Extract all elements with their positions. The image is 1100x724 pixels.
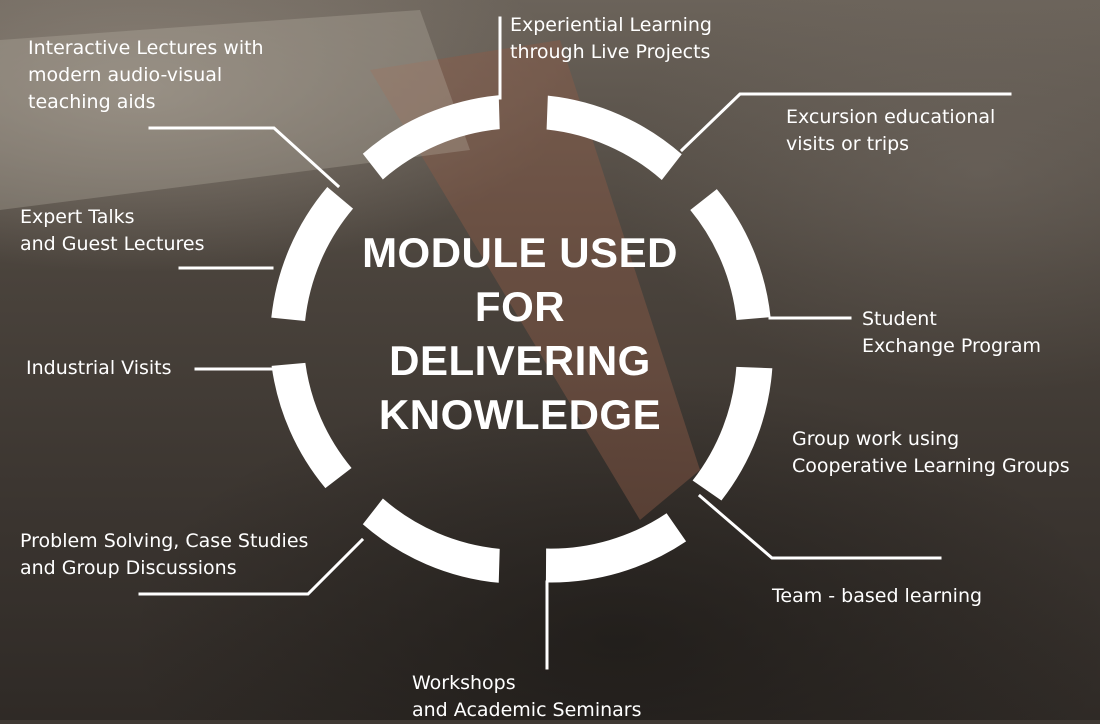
- label-line: Problem Solving, Case Studies: [20, 530, 309, 552]
- label-workshops-seminars: Workshops and Academic Seminars: [412, 670, 642, 724]
- title-line: DELIVERING: [389, 337, 651, 384]
- title-line: KNOWLEDGE: [378, 391, 662, 438]
- label-line: Excursion educational: [786, 106, 996, 128]
- connector-problem-solving: [138, 537, 365, 596]
- label-line: Industrial Visits: [26, 357, 172, 379]
- label-line: Cooperative Learning Groups: [792, 455, 1070, 477]
- label-line: and Group Discussions: [20, 557, 237, 579]
- ring-segment: [271, 186, 354, 321]
- title-line: MODULE USED: [362, 229, 678, 276]
- label-line: Group work using: [792, 428, 960, 450]
- title-line: FOR: [474, 283, 566, 330]
- label-industrial-visits: Industrial Visits: [26, 355, 172, 382]
- connector-excursion-visits: [679, 92, 1012, 153]
- connector-team-based-learning: [697, 493, 942, 560]
- center-title: MODULE USED FOR DELIVERING KNOWLEDGE: [320, 226, 720, 442]
- label-line: through Live Projects: [510, 41, 711, 63]
- label-group-work: Group work using Cooperative Learning Gr…: [792, 426, 1070, 480]
- label-line: and Guest Lectures: [20, 233, 205, 255]
- ring-segment: [271, 362, 352, 489]
- label-problem-solving: Problem Solving, Case Studies and Group …: [20, 528, 308, 582]
- label-line: Workshops: [412, 672, 516, 694]
- label-team-based-learning: Team - based learning: [772, 583, 982, 610]
- label-expert-talks: Expert Talks and Guest Lectures: [20, 204, 205, 258]
- ring-segment: [692, 366, 773, 501]
- label-line: Experiential Learning: [510, 14, 712, 36]
- ring-segment: [362, 95, 500, 180]
- label-line: Interactive Lectures with: [28, 37, 264, 59]
- label-line: and Academic Seminars: [412, 699, 642, 721]
- label-line: Expert Talks: [20, 206, 135, 228]
- label-line: visits or trips: [786, 133, 910, 155]
- label-experiential-learning: Experiential Learning through Live Proje…: [510, 12, 712, 66]
- label-line: Exchange Program: [862, 335, 1042, 357]
- connector-interactive-lectures: [148, 126, 341, 189]
- label-student-exchange: Student Exchange Program: [862, 306, 1041, 360]
- ring-segment: [690, 189, 771, 321]
- ring-segment: [362, 498, 500, 583]
- label-line: Student: [862, 308, 937, 330]
- label-line: teaching aids: [28, 91, 156, 113]
- label-excursion-visits: Excursion educational visits or trips: [786, 104, 995, 158]
- label-interactive-lectures: Interactive Lectures with modern audio-v…: [28, 35, 264, 116]
- label-line: modern audio-visual: [28, 64, 223, 86]
- ring-segment: [546, 95, 682, 181]
- label-line: Team - based learning: [772, 585, 983, 607]
- ring-segment: [545, 513, 687, 583]
